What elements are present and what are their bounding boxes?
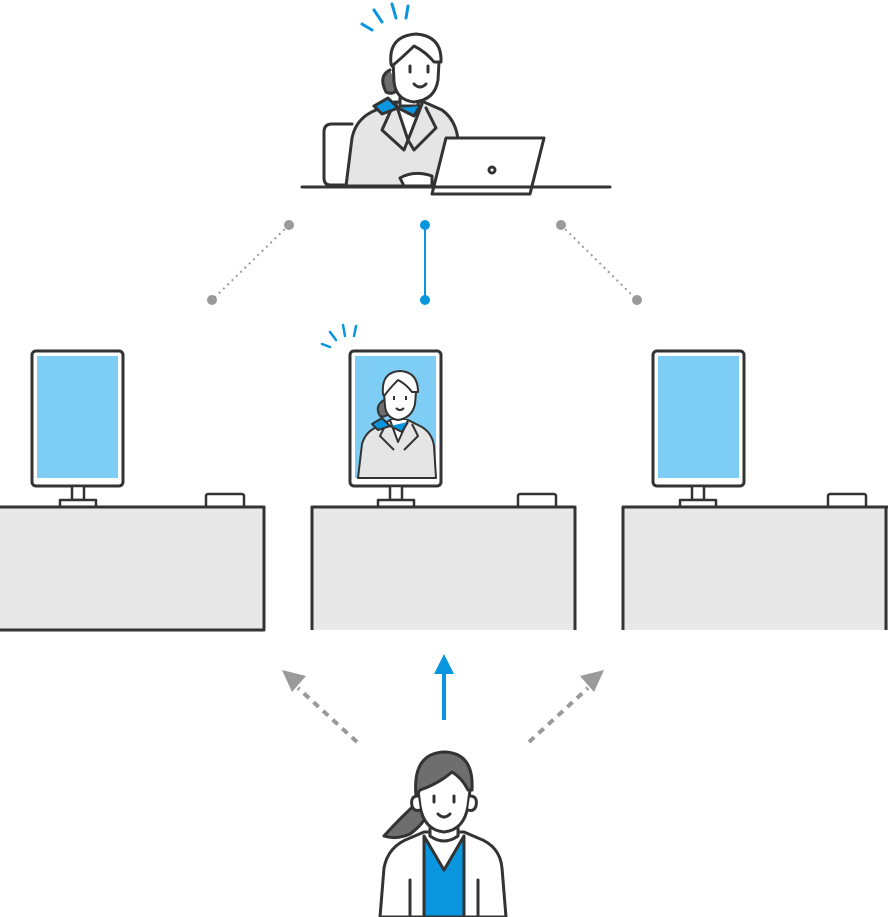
kiosk-left-icon <box>0 349 266 632</box>
kiosk-attention-icon <box>320 323 358 349</box>
kiosk-right-icon <box>621 349 888 630</box>
connector-right <box>556 220 642 305</box>
arrow-dashed-left-icon <box>282 670 359 744</box>
visitor-woman-icon <box>378 750 508 917</box>
arrow-dashed-right-icon <box>527 670 604 744</box>
connector-left <box>207 220 294 305</box>
arrow-up-active-icon <box>434 654 454 720</box>
operator-with-laptop-icon <box>300 32 612 196</box>
operator-attention-icon <box>360 2 410 32</box>
kiosk-center-active-icon <box>310 349 577 630</box>
connector-center-active <box>420 220 430 305</box>
